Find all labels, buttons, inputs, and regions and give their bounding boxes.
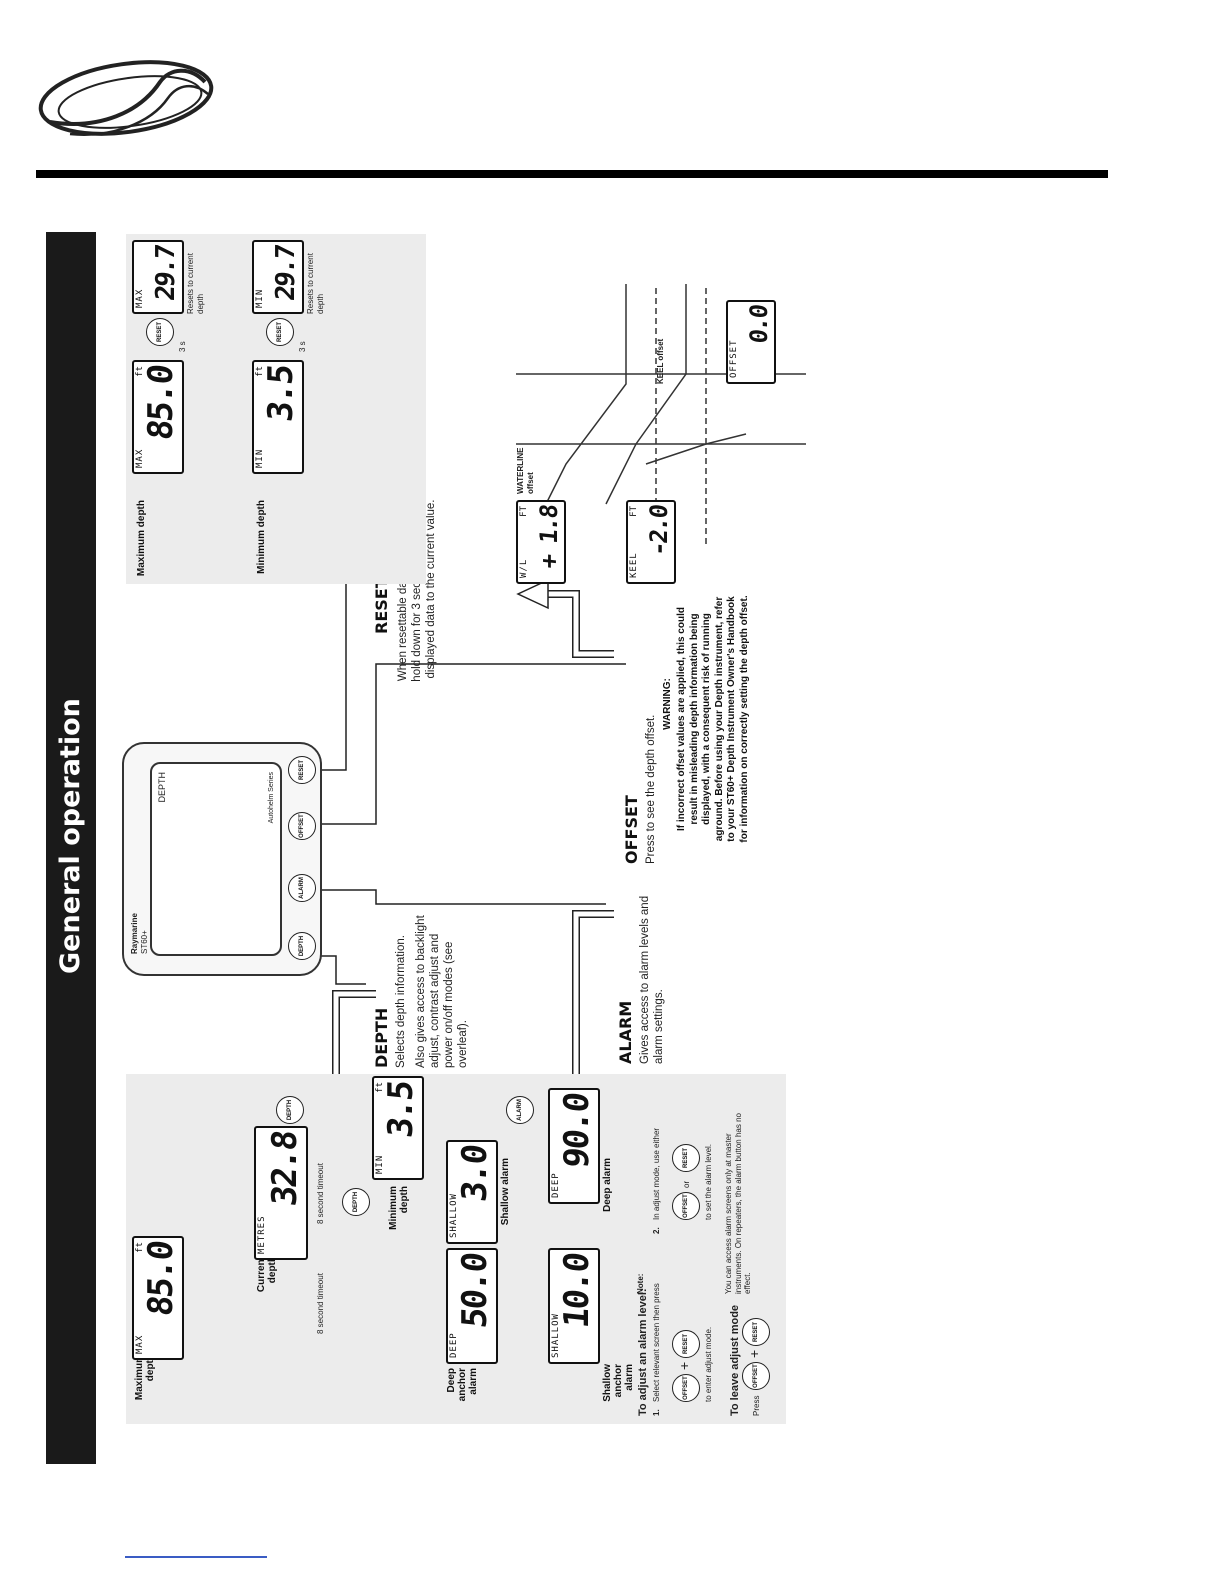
instrument-screen: DEPTH Autohelm Series [150, 762, 282, 956]
reset-max-label: Maximum depth [136, 500, 147, 580]
alarm-button-icon: ALARM [506, 1096, 534, 1124]
shallow-alarm-display: SHALLOW 3.0 [446, 1140, 498, 1244]
reset-max-display: MAX ft 85.0 [132, 360, 184, 474]
plus-2: + [750, 1350, 760, 1358]
leave-text: Press [752, 1396, 762, 1416]
reset-min-label: Minimum depth [256, 500, 267, 580]
depth-button-icon: DEPTH [342, 1188, 370, 1216]
reset-heading: RESET [372, 577, 391, 634]
offset-zero-display: OFFSET 0.0 [726, 300, 776, 384]
alarm-panel: DEEP 50.0 Deep anchor alarm SHALLOW 3.0 … [436, 1074, 786, 1424]
max-depth-label: Maximum depth [134, 1354, 156, 1414]
adjust-title: To adjust an alarm level: [636, 1288, 650, 1416]
shallow-alarm-label: Shallow alarm [500, 1158, 511, 1228]
timeout-note-left: 8 second timeout [316, 1273, 326, 1334]
step2-text: In adjust mode, use either [652, 1090, 662, 1220]
step2b-text: to set the alarm level. [704, 1144, 714, 1220]
instrument-model: ST60+ [140, 930, 150, 954]
step1b-text: to enter adjust mode. [704, 1327, 714, 1402]
depth-press-icon: DEPTH [276, 1096, 304, 1124]
instrument-depth-button: DEPTH [288, 932, 316, 960]
instrument-offset-button: OFFSET [288, 812, 316, 840]
reset-btn-icon-3: RESET [742, 1318, 770, 1346]
resets-to-2: Resets to current depth [306, 244, 325, 314]
reset-panel: Maximum depth MAX ft 85.0 RESET 3 s MAX … [126, 234, 426, 584]
reset-min-display: MIN ft 3.5 [252, 360, 304, 474]
alarm-text: Gives access to alarm levels and alarm s… [638, 894, 666, 1064]
current-depth-display: METRES 32.8 [254, 1126, 308, 1260]
header-rule [36, 170, 1108, 178]
max-depth-display: MAX ft 85.0 [132, 1236, 184, 1360]
deep-anchor-label: Deep anchor alarm [446, 1368, 479, 1424]
hold-time-2: 3 s [298, 341, 308, 352]
or-text: or [682, 1181, 692, 1188]
scanned-page: General operation [46, 232, 816, 1464]
reset-min-after-display: MIN 29.7 [252, 240, 304, 314]
offset-btn-icon: OFFSET [672, 1374, 700, 1402]
leave-title: To leave adjust mode [728, 1305, 742, 1416]
depth-text-2: Also gives access to backlight adjust, c… [414, 908, 470, 1068]
step1-num: 1. [652, 1409, 662, 1416]
deep-anchor-display: DEEP 50.0 [446, 1248, 498, 1364]
deep-alarm-label: Deep alarm [602, 1158, 613, 1218]
min-depth-label: Minimum depth [388, 1186, 410, 1246]
instrument-brand: Raymarine [130, 913, 140, 954]
screen-mode: DEPTH [158, 772, 168, 803]
screen-brand: Autohelm Series [267, 772, 277, 823]
shallow-anchor-label: Shallow anchor alarm [602, 1364, 635, 1424]
offset-text: Press to see the depth offset. [644, 684, 658, 864]
instrument-reset-button: RESET [288, 756, 316, 784]
step1-text: Select relevant screen then press [652, 1252, 662, 1402]
waterline-offset-display: W/L FT + 1.8 [516, 500, 566, 584]
shallow-anchor-display: SHALLOW 10.0 [548, 1248, 600, 1364]
st60-instrument: Raymarine ST60+ DEPTH Autohelm Series DE… [122, 742, 322, 976]
note-text: You can access alarm screens only at mas… [724, 1094, 753, 1294]
reset-hand-icon-2: RESET [266, 318, 294, 346]
reset-btn-icon: RESET [672, 1330, 700, 1358]
offset-btn-icon-3: OFFSET [742, 1362, 770, 1390]
plus-1: + [680, 1362, 690, 1370]
hold-time-1: 3 s [178, 341, 188, 352]
resets-to-1: Resets to current depth [186, 244, 205, 314]
note-title: Note: [636, 1274, 646, 1294]
min-depth-display: MIN ft 3.5 [372, 1076, 424, 1180]
step2-num: 2. [652, 1227, 662, 1234]
footer-link-underline[interactable] [125, 1556, 267, 1558]
reset-max-after-display: MAX 29.7 [132, 240, 184, 314]
warning-title: WARNING: [662, 664, 675, 744]
waterline-label: WATERLINE offset [516, 434, 535, 494]
depth-text: Selects depth information. [394, 908, 408, 1068]
keel-offset-display: KEEL FT -2.0 [626, 500, 676, 584]
rotated-content: General operation [46, 232, 816, 1464]
keel-label: KEEL offset [656, 334, 666, 384]
reset-btn-icon-2: RESET [672, 1144, 700, 1172]
current-depth-label: Current depth [256, 1256, 278, 1316]
warning-text: If incorrect offset values are applied, … [676, 594, 751, 844]
company-logo [30, 52, 220, 152]
deep-alarm-display: DEEP 90.0 [548, 1088, 600, 1204]
depth-heading: DEPTH [372, 1008, 391, 1068]
alarm-heading: ALARM [616, 1001, 635, 1064]
offset-heading: OFFSET [622, 795, 641, 864]
instrument-alarm-button: ALARM [288, 874, 316, 902]
timeout-note-right: 8 second timeout [316, 1163, 326, 1224]
offset-btn-icon-2: OFFSET [672, 1192, 700, 1220]
reset-hand-icon: RESET [146, 318, 174, 346]
depth-panel: Maximum depth MAX ft 85.0 Current depth … [126, 1074, 436, 1424]
